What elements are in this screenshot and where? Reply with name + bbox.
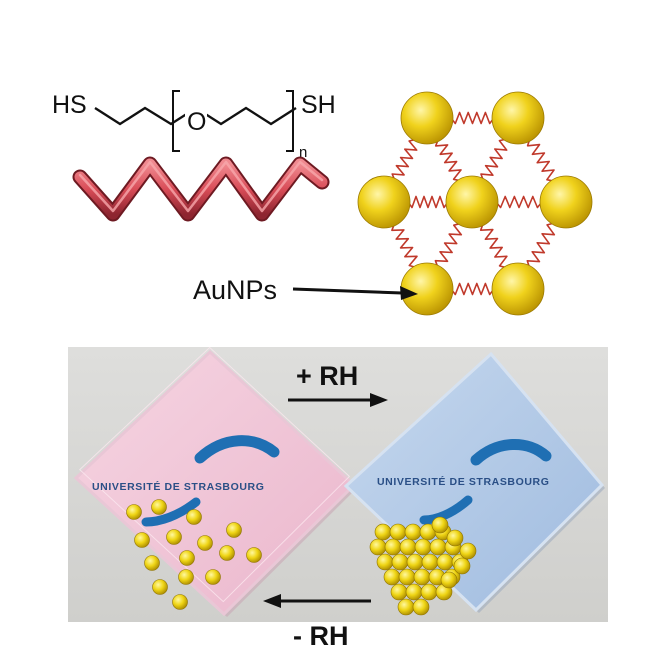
small-nanoparticle [429,538,447,556]
reverse-arrow-label: - RH [293,621,349,651]
right-film-logo: UNIVERSITÉ DE STRASBOURG [377,475,550,488]
small-nanoparticle [436,553,454,571]
small-nanoparticle [405,583,423,601]
small-nanoparticle [226,522,242,538]
small-nanoparticle [384,538,402,556]
small-nanoparticle [369,538,387,556]
nanoparticle-lattice [357,91,593,316]
small-nanoparticle [172,594,188,610]
small-nanoparticle [219,545,235,561]
linker-spring [479,222,508,269]
gold-nanoparticle [539,175,593,229]
small-nanoparticle [389,523,407,541]
small-nanoparticle [412,598,430,616]
small-nanoparticle [413,568,431,586]
linker-springs [391,111,556,296]
small-nanoparticle [166,529,182,545]
small-nanoparticle [376,553,394,571]
small-nanoparticle [134,532,150,548]
small-nanoparticle [459,542,477,560]
small-nanoparticle [397,598,415,616]
linker-spring [434,138,462,182]
small-nanoparticle [390,583,408,601]
oxygen-atom-label: O [187,108,206,136]
repeat-subscript: n [299,144,307,161]
small-nanoparticle [205,569,221,585]
small-nanoparticle [446,529,464,547]
small-nanoparticle [404,523,422,541]
linker-spring [450,111,495,125]
small-nanoparticle [420,583,438,601]
thiol-left-label: HS [52,91,87,119]
thiol-right-label: SH [301,91,336,119]
gold-nanoparticles [357,91,593,316]
small-nanoparticle [440,571,458,589]
small-nanoparticle [453,557,471,575]
linker-spring [526,138,555,182]
small-nanoparticle [383,568,401,586]
linker-spring [391,223,418,269]
linker-spring [495,195,543,209]
small-nanoparticle [151,499,167,515]
dispersed-nanoparticles [126,499,262,610]
aunps-label: AuNPs [193,275,277,305]
small-nanoparticle [126,504,142,520]
small-nanoparticle [144,555,160,571]
small-nanoparticle [179,550,195,566]
forward-arrow-label: + RH [296,361,358,391]
small-nanoparticle [197,535,213,551]
small-nanoparticle [391,553,409,571]
linker-spring [526,222,556,269]
gold-nanoparticle [445,175,499,229]
linker-spring [407,195,449,209]
small-nanoparticle [246,547,262,563]
small-nanoparticle [421,553,439,571]
small-nanoparticle [152,579,168,595]
repeat-bracket-left [172,90,180,152]
aunps-pointer-arrow [292,287,403,295]
left-film-logo: UNIVERSITÉ DE STRASBOURG [92,480,265,493]
polymer-chain-tube [72,156,330,222]
linker-spring [480,138,508,182]
gold-nanoparticle [357,175,411,229]
linker-spring [391,138,418,181]
photo-panel: UNIVERSITÉ DE STRASBOURG UNIVERSITÉ DE S… [68,346,608,622]
pink-film: UNIVERSITÉ DE STRASBOURG [73,346,357,617]
gold-nanoparticle [400,91,454,145]
gold-nanoparticle [400,262,454,316]
gold-nanoparticle [491,262,545,316]
gold-nanoparticle [491,91,545,145]
small-nanoparticle [398,568,416,586]
small-nanoparticle [399,538,417,556]
linker-spring [450,282,495,296]
linker-spring [434,222,463,268]
small-nanoparticle [414,538,432,556]
aggregated-nanoparticles [369,516,477,616]
small-nanoparticle [374,523,392,541]
repeat-bracket-right [286,90,294,152]
small-nanoparticle [431,516,449,534]
small-nanoparticle [186,509,202,525]
small-nanoparticle [406,553,424,571]
molecule-structure: HS O n SH [52,90,336,161]
small-nanoparticle [178,569,194,585]
